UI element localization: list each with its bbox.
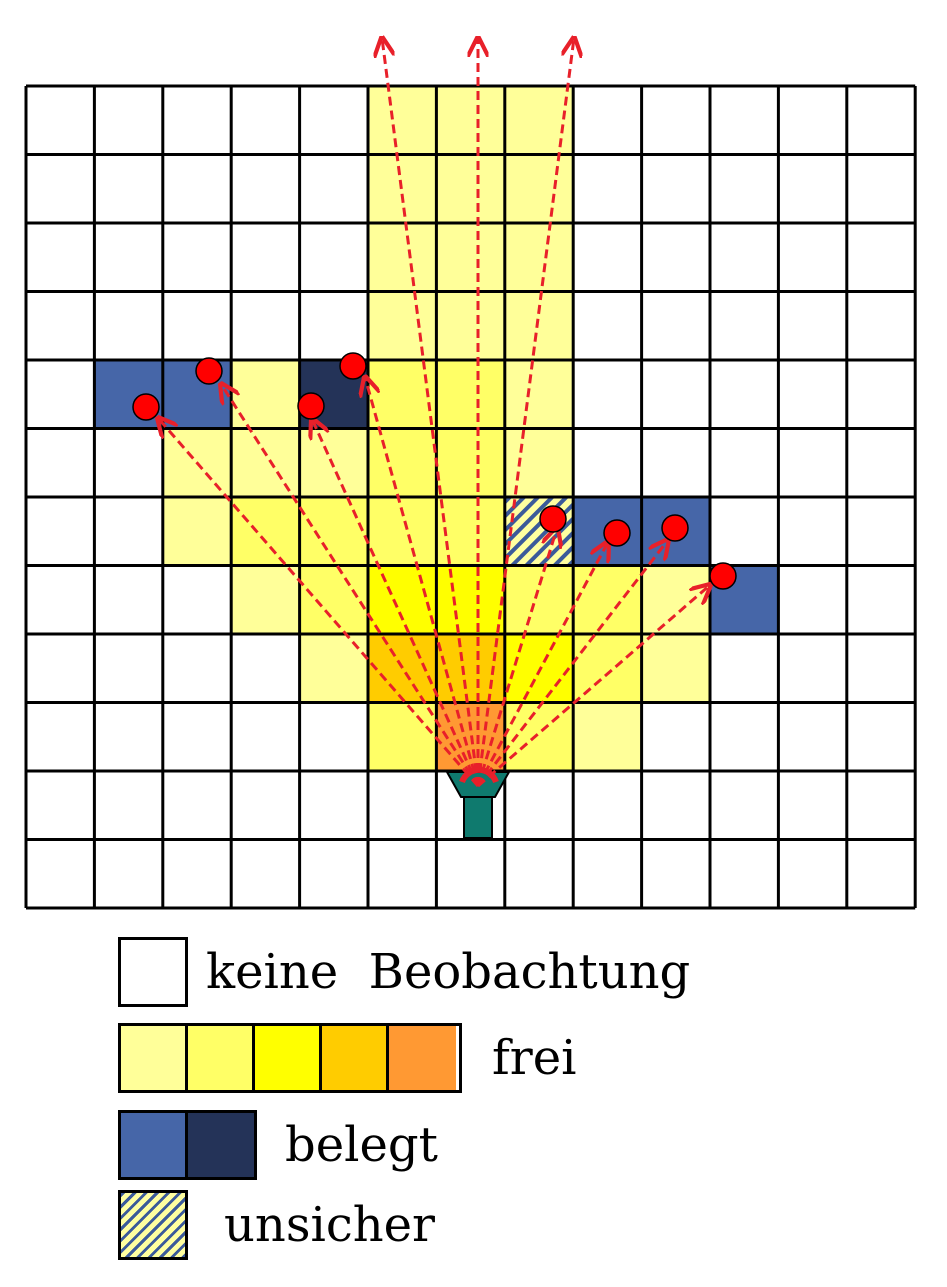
grid-cell-free (368, 428, 437, 497)
grid-cell-free (436, 360, 505, 429)
free-level-5-swatch (389, 1026, 456, 1090)
free-level-2-swatch (188, 1026, 255, 1090)
grid-cell-free (368, 223, 437, 292)
grid-cell-free (299, 497, 368, 566)
hit-point-dot (603, 519, 631, 547)
grid-cell-free (504, 291, 574, 360)
legend-free: frei (118, 1023, 576, 1093)
hit-points (132, 352, 737, 590)
grid-cell-free (299, 428, 368, 497)
grid-cell-free (231, 497, 300, 566)
ray-arrow (476, 528, 557, 787)
grid-cell-free (436, 223, 505, 292)
grid-cell-free (641, 565, 710, 634)
hit-point-dot (709, 562, 737, 590)
hit-point-dot (195, 357, 223, 385)
free-level-4-swatch (322, 1026, 389, 1090)
grid-cell-free (368, 702, 437, 771)
no-observation-swatch (118, 937, 188, 1007)
hit-point-dot (339, 352, 367, 380)
grid-cell-free (504, 154, 574, 223)
free-swatch-scale (118, 1023, 462, 1093)
grid-cell-free (368, 360, 437, 429)
grid-cell-free (436, 428, 505, 497)
grid-cell-free (504, 86, 574, 155)
grid-cell-free (504, 565, 574, 634)
legend-occupied: belegt (118, 1110, 438, 1180)
legend-uncertain: unsicher (118, 1190, 435, 1260)
occupied-label: belegt (285, 1117, 438, 1173)
ray-arrow (365, 377, 480, 787)
grid-cell-free (573, 634, 642, 703)
grid-cell-free (504, 223, 574, 292)
hit-point-dot (539, 505, 567, 533)
grid-cell-free (368, 291, 437, 360)
grid-cell-free (368, 86, 437, 155)
sensor-rays (158, 38, 710, 788)
ray-arrow (476, 542, 608, 787)
occupied-swatch-scale (118, 1110, 257, 1180)
legend-no-observation: keine Beobachtung (118, 937, 690, 1007)
grid-cell-free (231, 565, 300, 634)
grid-cell-free (299, 565, 368, 634)
grid-cell-free (436, 86, 505, 155)
grid-cell-free (573, 565, 642, 634)
free-level-1-swatch (121, 1026, 188, 1090)
grid-cell-free (436, 497, 505, 566)
ray-arrow (476, 540, 668, 787)
ray-arrow (477, 585, 710, 788)
sensor-body (463, 795, 493, 839)
grid-cell-free (162, 497, 232, 566)
ray-arrow (221, 384, 480, 787)
uncertain-swatch (118, 1190, 188, 1260)
grid-cell-free (368, 565, 437, 634)
occupied-level-2-swatch (187, 1113, 254, 1177)
occupancy-grid-figure (24, 0, 917, 910)
occupied-level-1-swatch (121, 1113, 188, 1177)
grid-cell-free (504, 360, 574, 429)
grid-cell-free (436, 154, 505, 223)
ray-arrow (312, 419, 480, 787)
grid-cell-free (573, 702, 642, 771)
free-level-3-swatch (255, 1026, 322, 1090)
uncertain-label: unsicher (224, 1197, 435, 1253)
hit-point-dot (297, 392, 325, 420)
grid-cell-free (436, 291, 505, 360)
hit-point-dot (132, 393, 160, 421)
grid-cell-free (504, 634, 574, 703)
hit-point-dot (661, 514, 689, 542)
grid-cell-free (231, 428, 300, 497)
ray-arrow (158, 418, 480, 787)
no-observation-label: keine Beobachtung (206, 944, 691, 1000)
grid-cell-free (436, 565, 505, 634)
grid-cell-free (299, 634, 368, 703)
grid-cell-free (641, 634, 710, 703)
free-label: frei (492, 1030, 577, 1086)
